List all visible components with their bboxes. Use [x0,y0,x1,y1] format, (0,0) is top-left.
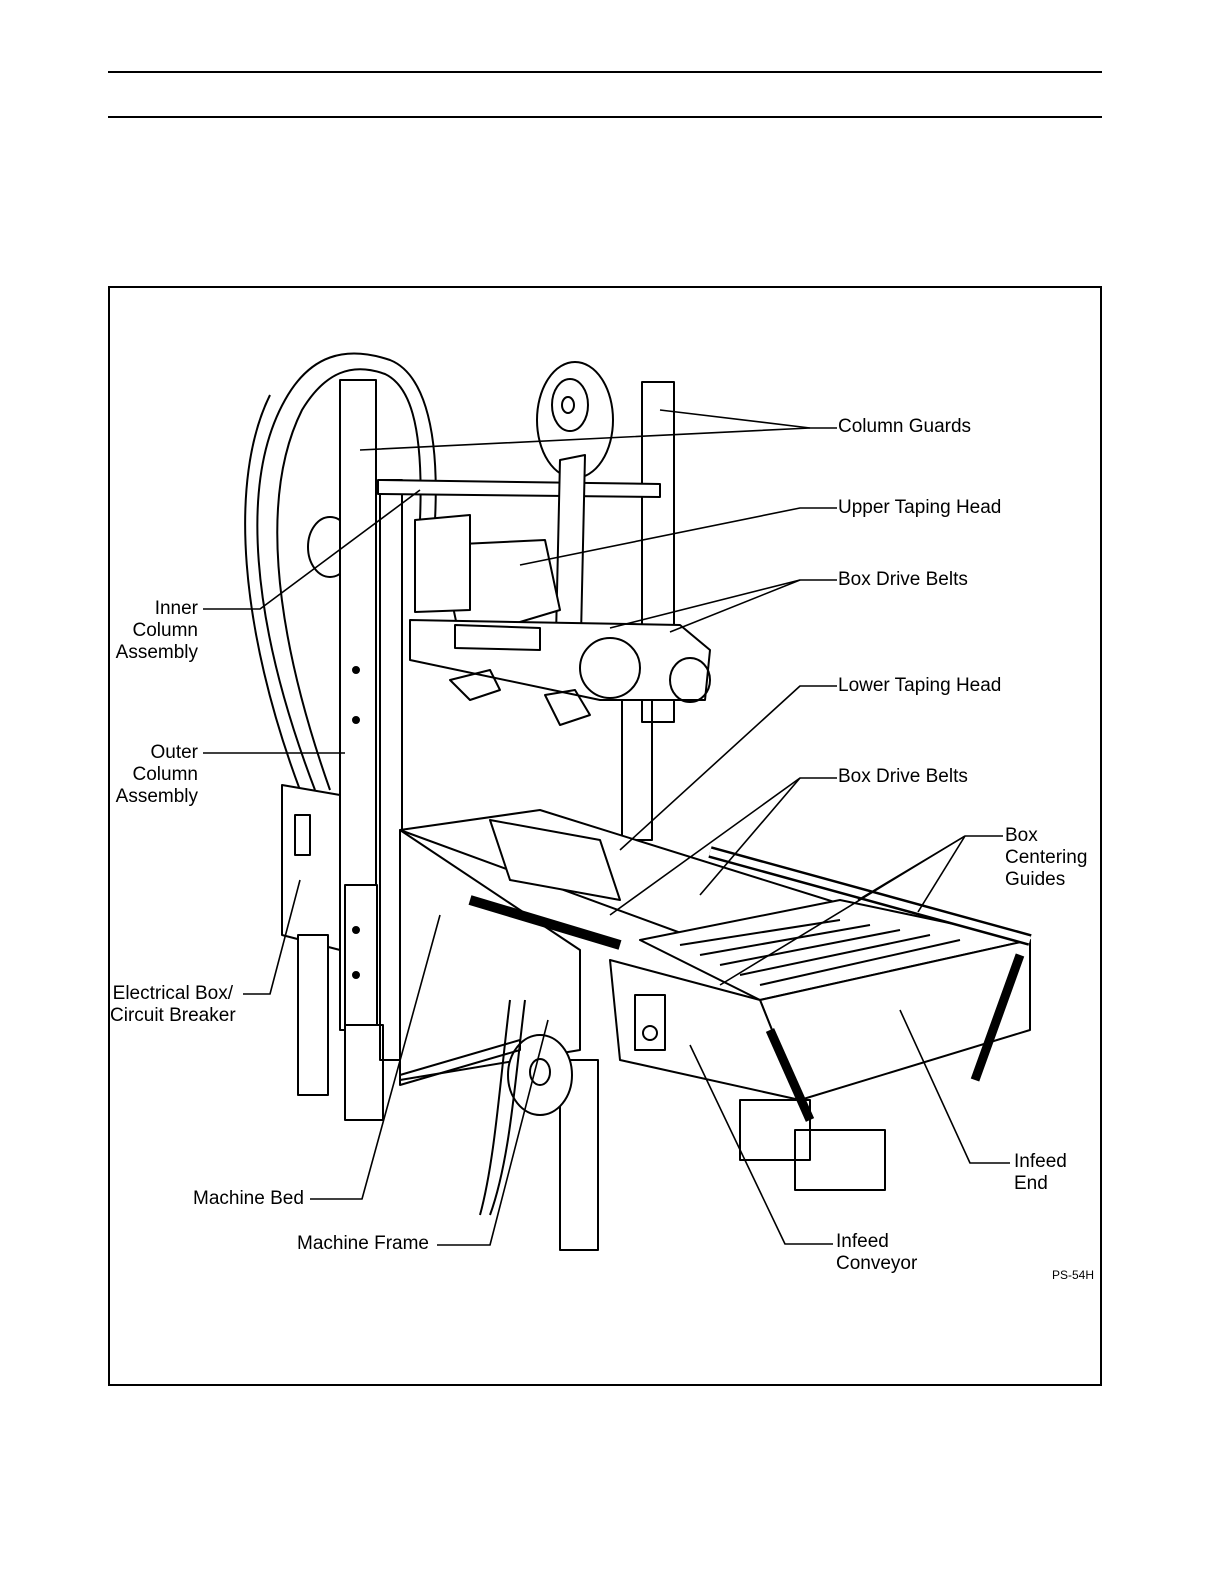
lower-tape-roll [508,1035,572,1115]
label-box-drive-belts-upper: Box Drive Belts [838,569,968,591]
label-upper-taping-head: Upper Taping Head [838,497,1001,519]
electrical-box [282,785,340,950]
label-column-guards: Column Guards [838,416,971,438]
label-machine-bed: Machine Bed [193,1188,304,1210]
label-machine-frame: Machine Frame [297,1233,429,1255]
label-lower-taping-head: Lower Taping Head [838,675,1001,697]
figure-id: PS-54H [1052,1268,1094,1282]
label-inner-column-assembly: Inner Column Assembly [100,598,198,664]
label-outer-column-assembly: Outer Column Assembly [100,742,198,808]
label-infeed-conveyor: Infeed Conveyor [836,1231,917,1275]
label-infeed-end: Infeed End [1014,1151,1067,1195]
label-electrical-box: Electrical Box/ Circuit Breaker [110,983,236,1027]
label-box-centering-guides: Box Centering Guides [1005,825,1087,891]
top-crossbar [378,480,660,497]
label-box-drive-belts-lower: Box Drive Belts [838,766,968,788]
